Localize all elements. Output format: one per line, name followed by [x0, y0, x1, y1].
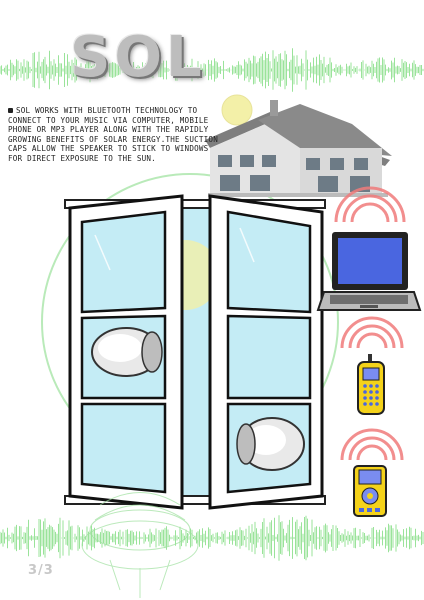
house-illustration	[205, 100, 392, 197]
mobile-phone-icon	[357, 354, 385, 415]
signal-waves-icon	[340, 428, 404, 461]
signal-waves-icon	[340, 316, 404, 349]
waveform-bottom	[0, 515, 424, 561]
waveform-top	[0, 48, 424, 92]
faded-sketch-illustration	[81, 492, 199, 598]
sun-icon	[221, 94, 253, 126]
signal-waves-icon	[334, 186, 406, 223]
page-number: 3/3	[28, 563, 54, 578]
suction-cup-speaker-icon	[236, 417, 305, 471]
mp3-player-icon	[353, 465, 387, 517]
page-title: SOL	[70, 25, 206, 90]
laptop-icon	[316, 232, 422, 311]
description-paragraph: SOL WORKS WITH BLUETOOTH TECHNOLOGY TO C…	[8, 106, 218, 163]
bullet-icon	[8, 108, 13, 113]
suction-cup-speaker-icon	[91, 327, 163, 377]
